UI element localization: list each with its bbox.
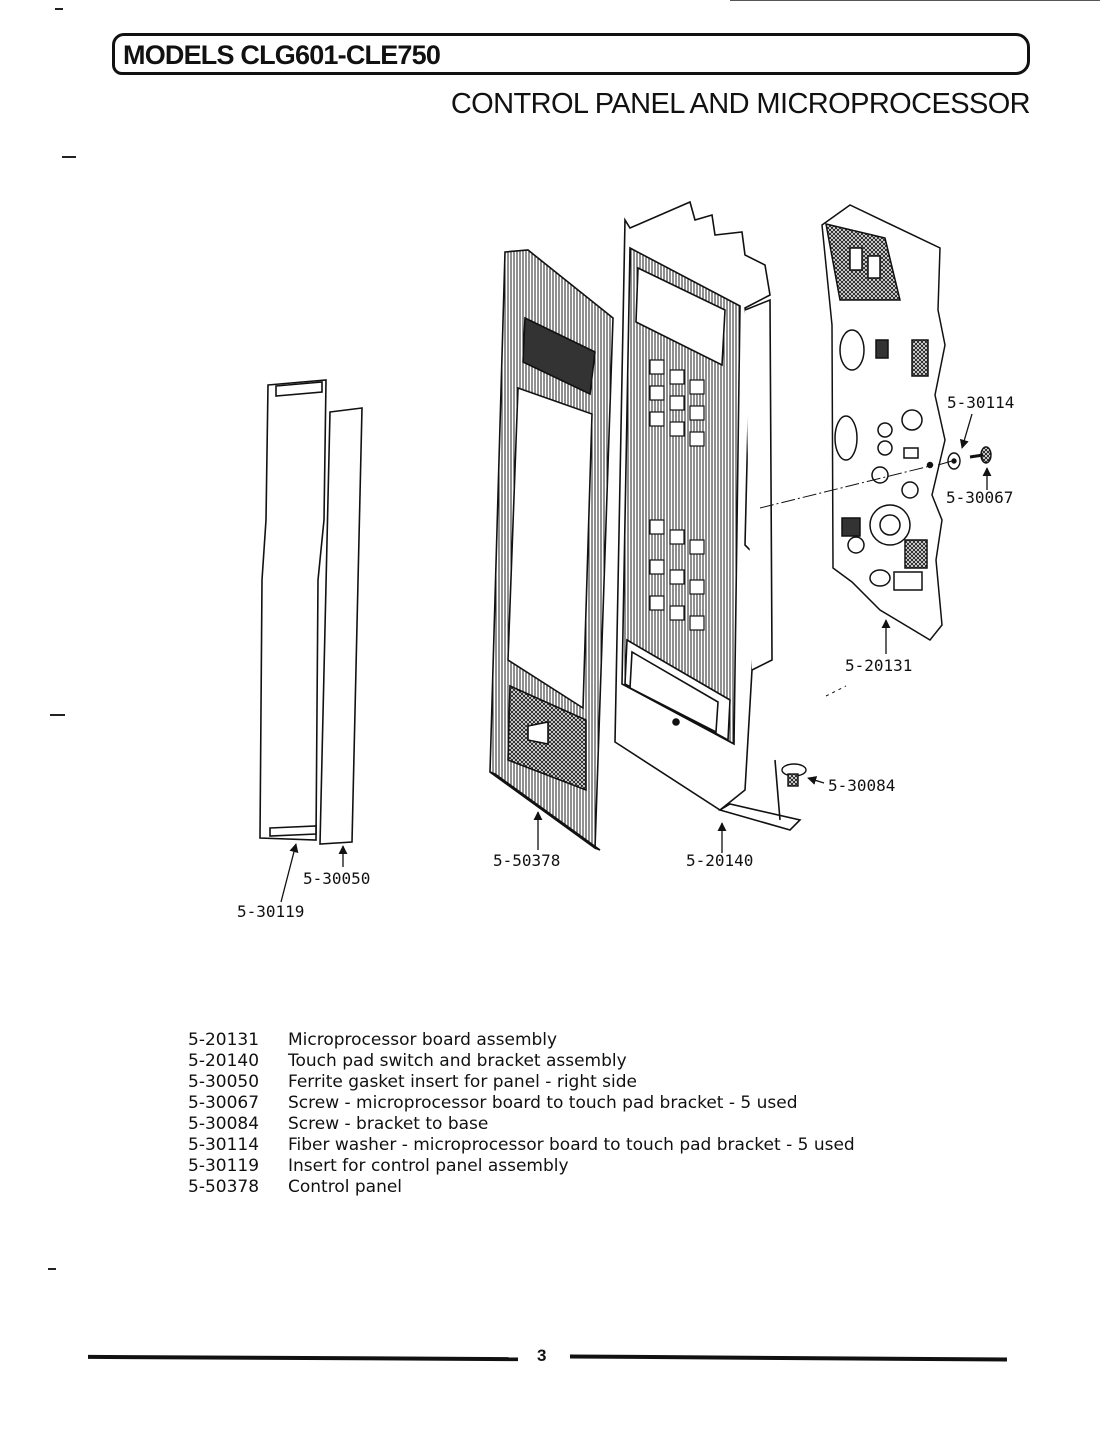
callout-insert: 5-30119: [237, 902, 304, 921]
models-banner: MODELS CLG601-CLE750: [112, 33, 1030, 75]
legend-row: 5-20140 Touch pad switch and bracket ass…: [188, 1051, 948, 1072]
part-code: 5-30114: [188, 1135, 260, 1155]
part-code: 5-30119: [188, 1156, 260, 1176]
legend-row: 5-20131 Microprocessor board assembly: [188, 1030, 948, 1051]
parts-legend: 5-20131 Microprocessor board assembly 5-…: [188, 1030, 948, 1198]
callout-screw-board: 5-30067: [946, 488, 1013, 507]
part-description: Fiber washer - microprocessor board to t…: [288, 1135, 855, 1155]
scan-mark: [55, 8, 63, 10]
legend-row: 5-30119 Insert for control panel assembl…: [188, 1156, 948, 1177]
legend-row: 5-30050 Ferrite gasket insert for panel …: [188, 1072, 948, 1093]
microprocessor-board: [821, 204, 946, 641]
part-code: 5-30050: [188, 1072, 260, 1092]
part-code: 5-30067: [188, 1093, 260, 1113]
insert-strip: [259, 379, 327, 841]
scan-mark: [50, 714, 65, 716]
part-code: 5-30084: [188, 1114, 260, 1134]
scan-mark: [62, 156, 76, 158]
fiber-washer: [947, 452, 961, 470]
part-code: 5-20131: [188, 1030, 260, 1050]
callout-gasket: 5-30050: [303, 869, 370, 888]
callout-washer: 5-30114: [947, 393, 1014, 412]
legend-row: 5-50378 Control panel: [188, 1177, 948, 1198]
scan-mark: [730, 0, 1100, 1]
callout-bracket: 5-20140: [686, 851, 753, 870]
part-code: 5-20140: [188, 1051, 260, 1071]
touch-pad-keys: [649, 359, 705, 631]
page-number: 3: [537, 1346, 547, 1365]
control-panel: [489, 249, 614, 851]
part-description: Control panel: [288, 1177, 403, 1197]
board-screw: [969, 446, 992, 464]
touch-pad-bracket: [614, 200, 802, 831]
part-code: 5-50378: [188, 1177, 260, 1197]
callout-panel: 5-50378: [493, 851, 560, 870]
callout-screw-base: 5-30084: [828, 776, 895, 795]
part-description: Screw - microprocessor board to touch pa…: [288, 1093, 798, 1113]
part-description: Ferrite gasket insert for panel - right …: [288, 1072, 638, 1092]
part-description: Screw - bracket to base: [288, 1114, 489, 1134]
part-description: Touch pad switch and bracket assembly: [288, 1051, 627, 1071]
section-title: CONTROL PANEL AND MICROPROCESSOR: [450, 88, 1031, 120]
legend-row: 5-30114 Fiber washer - microprocessor bo…: [188, 1135, 948, 1156]
part-description: Insert for control panel assembly: [288, 1156, 569, 1176]
base-screw: [781, 763, 807, 787]
ferrite-gasket: [319, 407, 363, 845]
legend-row: 5-30084 Screw - bracket to base: [188, 1114, 948, 1135]
legend-row: 5-30067 Screw - microprocessor board to …: [188, 1093, 948, 1114]
models-title: MODELS CLG601-CLE750: [123, 40, 441, 70]
assembly-lines: [759, 460, 953, 697]
scan-mark: [48, 1268, 56, 1270]
callout-leaders: [280, 413, 992, 903]
part-description: Microprocessor board assembly: [288, 1030, 558, 1050]
callout-board: 5-20131: [845, 656, 912, 675]
